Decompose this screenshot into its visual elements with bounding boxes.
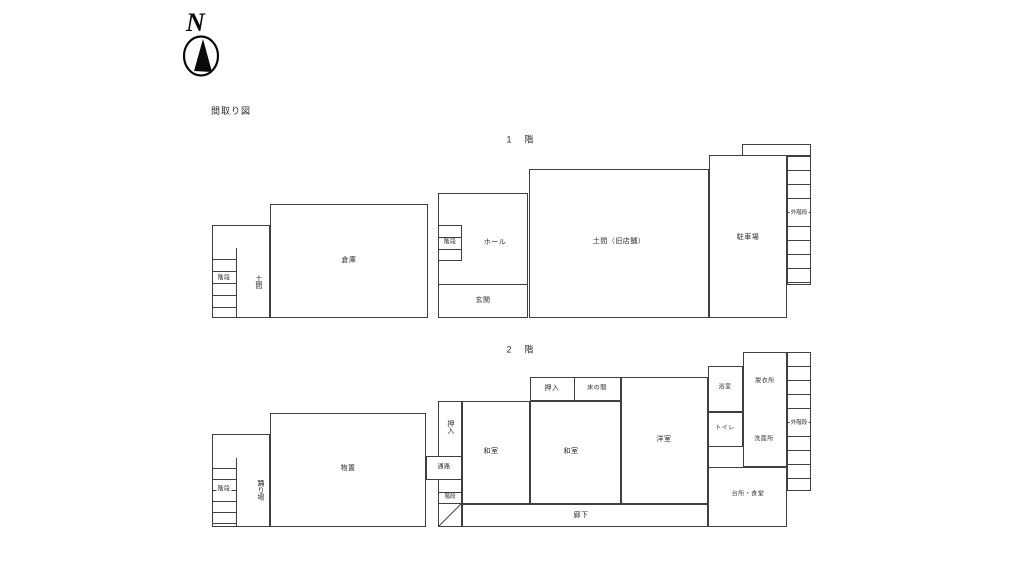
floor2-western-room bbox=[621, 377, 708, 504]
floor2-outside-stairs-label: 外階段 bbox=[789, 419, 809, 427]
page-title: 間取り図 bbox=[211, 106, 252, 116]
floor1-doma-store-room bbox=[529, 169, 709, 318]
floor1-doma-label: 土間 bbox=[254, 275, 262, 289]
floor1-outside-stairs-label: 外階段 bbox=[789, 209, 809, 217]
floor2-stairs-line-bottom bbox=[438, 503, 462, 504]
floor2-washitsu1-room bbox=[462, 401, 530, 504]
north-label: N bbox=[186, 8, 205, 37]
floor2-closet-tokonoma-box bbox=[530, 377, 621, 401]
floor2-closet-vertical-label: 押入 bbox=[446, 420, 454, 434]
compass-icon bbox=[182, 35, 220, 77]
floor1-parking-room bbox=[709, 155, 787, 318]
floor1-entrance-label: 玄関 bbox=[475, 297, 491, 305]
floor2-mid-stairs-label: 階段 bbox=[443, 493, 457, 501]
floor2-washroom-left-wall bbox=[708, 447, 709, 467]
floor2-closet-tokonoma-divider bbox=[574, 377, 575, 401]
floor2-toilet-room bbox=[708, 412, 743, 447]
floor2-closet-label: 押入 bbox=[544, 385, 560, 393]
floor1-stair-landing-top bbox=[742, 144, 811, 156]
floor1-parking-label: 駐車場 bbox=[736, 234, 760, 242]
floor1-entrance-divider bbox=[438, 284, 528, 285]
floor2-tokonoma-label: 床の間 bbox=[587, 385, 607, 392]
floor2-label: 2 階 bbox=[506, 344, 536, 355]
floor2-storage-room bbox=[270, 413, 426, 527]
floor2-western-room-label: 洋室 bbox=[656, 436, 672, 444]
floor2-bathroom-label: 浴室 bbox=[718, 384, 732, 391]
floor2-stairs-line-top bbox=[438, 492, 462, 493]
floor2-storage-label: 物置 bbox=[340, 465, 356, 473]
floor2-dressing-washroom-room bbox=[743, 352, 787, 467]
floor2-landing-label: 踊り場 bbox=[256, 479, 264, 501]
floor1-left-stairs-treads bbox=[213, 248, 236, 318]
floor1-warehouse-label: 倉庫 bbox=[341, 257, 357, 265]
floor2-washroom-label: 洗面所 bbox=[754, 436, 774, 443]
floor2-washitsu1-label: 和室 bbox=[483, 448, 499, 456]
floor2-corridor-label: 廊下 bbox=[573, 512, 589, 520]
floor1-hall-stairs-label: 階段 bbox=[442, 239, 458, 247]
floor2-passage-room bbox=[426, 456, 462, 480]
floor1-label: 1 階 bbox=[506, 134, 536, 145]
floor2-kitchen-room bbox=[708, 467, 787, 527]
floor2-washitsu2-room bbox=[530, 401, 621, 504]
floor1-warehouse-room bbox=[270, 204, 428, 318]
floor2-passage-label: 通路 bbox=[437, 464, 451, 471]
floor2-corridor-room bbox=[462, 504, 708, 527]
floor2-dressing-room-label: 脱衣所 bbox=[755, 378, 775, 385]
floor2-left-stairs-label: 階段 bbox=[216, 486, 232, 494]
floor1-outside-stairs bbox=[787, 156, 811, 285]
floor2-stairs-diagonal bbox=[438, 503, 462, 527]
floor2-bathroom-room bbox=[708, 366, 743, 412]
floor1-left-stairs-wall bbox=[236, 248, 237, 318]
floor2-washitsu2-label: 和室 bbox=[563, 448, 579, 456]
floor1-hall-label: ホール bbox=[483, 239, 507, 247]
floor1-left-stairs-label: 階段 bbox=[216, 275, 232, 283]
floor1-entrance-building bbox=[438, 193, 528, 318]
floor2-kitchen-label: 台所・食堂 bbox=[731, 491, 765, 498]
floor2-left-stairs-wall bbox=[236, 458, 237, 527]
floor2-toilet-label: トイレ bbox=[715, 425, 735, 432]
floor1-doma-store-label: 土間（旧店舗） bbox=[592, 238, 646, 246]
